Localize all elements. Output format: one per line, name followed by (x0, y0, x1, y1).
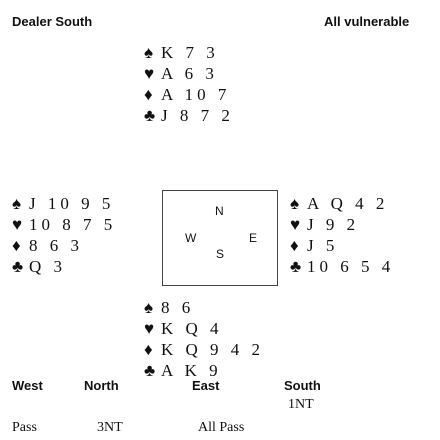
compass-west: W (185, 231, 197, 245)
west-hearts: ♥ 10 8 7 5 (12, 214, 116, 235)
north-diamonds: ♦ A 10 7 (144, 84, 234, 105)
club-icon: ♣ (12, 257, 24, 276)
auction-bid: 3NT (97, 420, 123, 435)
heart-icon: ♥ (144, 64, 155, 83)
vulnerability-label: All vulnerable (324, 14, 410, 29)
east-clubs-cards: 10 6 5 4 (307, 257, 395, 276)
club-icon: ♣ (290, 257, 302, 276)
club-icon: ♣ (144, 106, 156, 125)
east-hearts-cards: J 9 2 (307, 215, 360, 234)
west-hearts-cards: 10 8 7 5 (29, 215, 117, 234)
spade-icon: ♠ (144, 298, 154, 317)
west-spades-cards: J 10 9 5 (29, 194, 115, 213)
heart-icon: ♥ (144, 319, 155, 338)
heart-icon: ♥ (290, 215, 301, 234)
auction-header-north: North (84, 378, 119, 393)
east-clubs: ♣ 10 6 5 4 (290, 256, 394, 277)
south-hearts: ♥ K Q 4 (144, 318, 264, 339)
diamond-icon: ♦ (290, 236, 299, 255)
west-clubs: ♣ Q 3 (12, 256, 116, 277)
auction-header-west: West (12, 378, 43, 393)
south-diamonds: ♦ K Q 9 4 2 (144, 339, 264, 360)
auction-bid: 1NT (288, 397, 314, 412)
north-hearts-cards: A 6 3 (161, 64, 218, 83)
spade-icon: ♠ (290, 194, 300, 213)
west-clubs-cards: Q 3 (29, 257, 67, 276)
compass-box: N W E S (162, 190, 278, 286)
north-hand: ♠ K 7 3 ♥ A 6 3 ♦ A 10 7 ♣ J 8 7 2 (144, 42, 234, 126)
spade-icon: ♠ (144, 43, 154, 62)
auction-bid: All Pass (198, 420, 245, 435)
diamond-icon: ♦ (144, 340, 153, 359)
south-hand: ♠ 8 6 ♥ K Q 4 ♦ K Q 9 4 2 ♣ A K 9 (144, 297, 264, 381)
west-diamonds: ♦ 8 6 3 (12, 235, 116, 256)
east-diamonds-cards: J 5 (307, 236, 339, 255)
club-icon: ♣ (144, 361, 156, 380)
west-diamonds-cards: 8 6 3 (29, 236, 83, 255)
east-diamonds: ♦ J 5 (290, 235, 394, 256)
dealer-label: Dealer South (12, 14, 93, 29)
south-spades: ♠ 8 6 (144, 297, 264, 318)
south-diamonds-cards: K Q 9 4 2 (161, 340, 265, 359)
diamond-icon: ♦ (144, 85, 153, 104)
east-spades: ♠ A Q 4 2 (290, 193, 394, 214)
north-diamonds-cards: A 10 7 (161, 85, 231, 104)
compass-south: S (216, 247, 225, 261)
heart-icon: ♥ (12, 215, 23, 234)
compass-east: E (249, 231, 258, 245)
east-spades-cards: A Q 4 2 (307, 194, 389, 213)
east-hearts: ♥ J 9 2 (290, 214, 394, 235)
north-spades: ♠ K 7 3 (144, 42, 234, 63)
auction-header-east: East (192, 378, 220, 393)
north-clubs: ♣ J 8 7 2 (144, 105, 234, 126)
auction-header-south: South (284, 378, 321, 393)
south-clubs-cards: A K 9 (161, 361, 222, 380)
north-clubs-cards: J 8 7 2 (161, 106, 234, 125)
compass-north: N (215, 204, 224, 218)
west-hand: ♠ J 10 9 5 ♥ 10 8 7 5 ♦ 8 6 3 ♣ Q 3 (12, 193, 116, 277)
diamond-icon: ♦ (12, 236, 21, 255)
south-hearts-cards: K Q 4 (161, 319, 223, 338)
north-hearts: ♥ A 6 3 (144, 63, 234, 84)
spade-icon: ♠ (12, 194, 22, 213)
auction-bid: Pass (12, 420, 37, 435)
west-spades: ♠ J 10 9 5 (12, 193, 116, 214)
south-clubs: ♣ A K 9 (144, 360, 264, 381)
south-spades-cards: 8 6 (161, 298, 195, 317)
east-hand: ♠ A Q 4 2 ♥ J 9 2 ♦ J 5 ♣ 10 6 5 4 (290, 193, 394, 277)
north-spades-cards: K 7 3 (161, 43, 219, 62)
